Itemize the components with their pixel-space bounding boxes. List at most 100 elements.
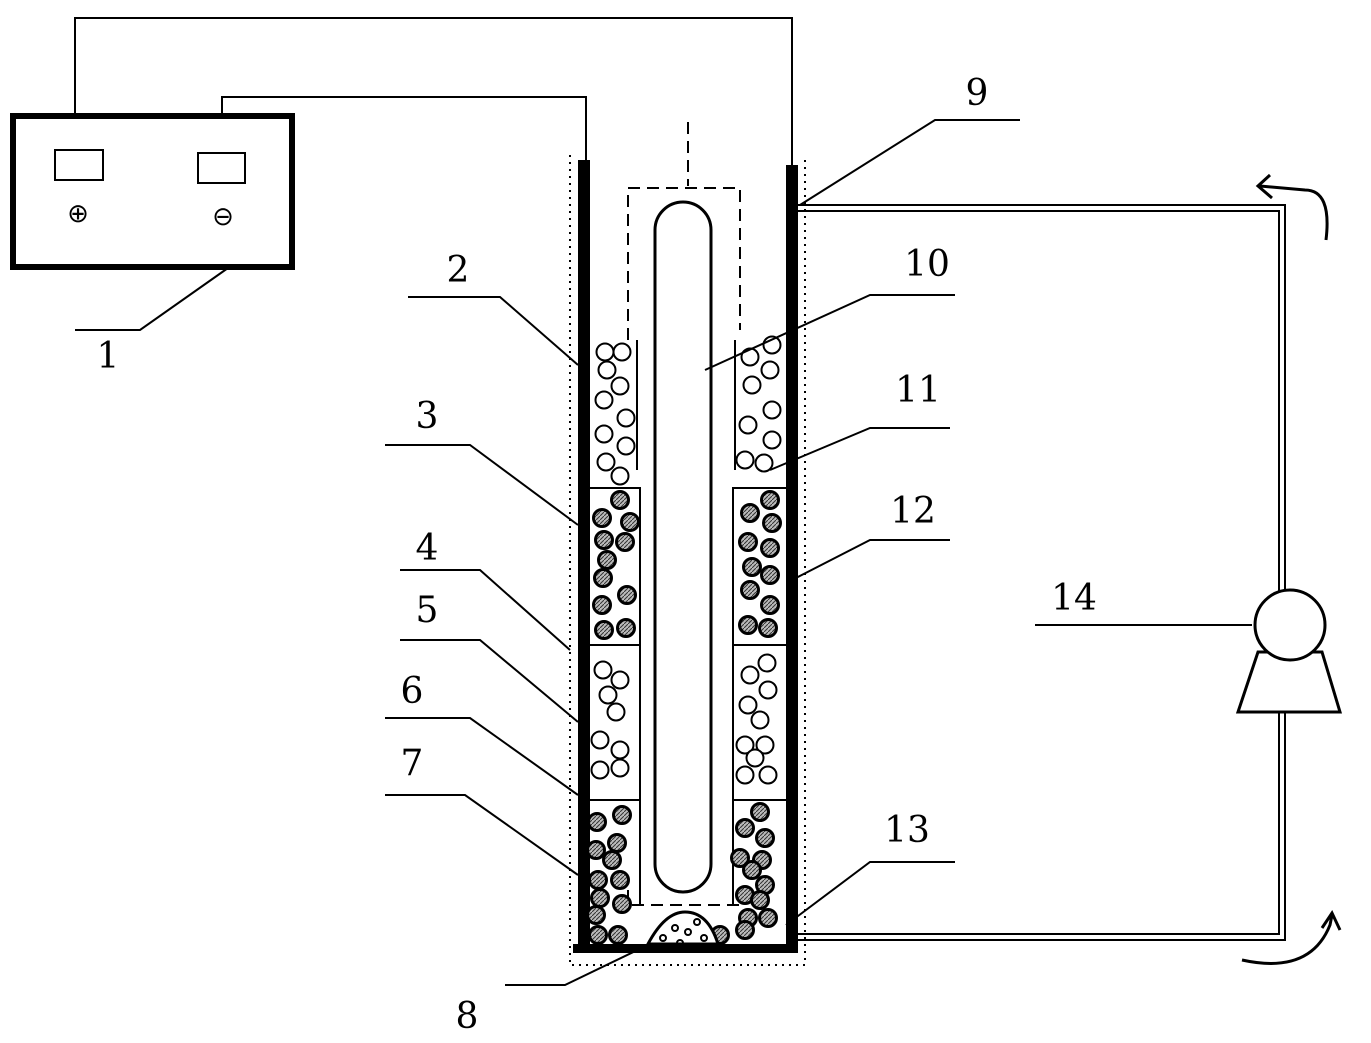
pump (1235, 588, 1343, 714)
positive-symbol: ⊕ (67, 199, 89, 229)
empty-particle (757, 653, 777, 673)
filled-particle (750, 890, 770, 910)
filled-particle (740, 580, 760, 600)
cathode-electrode (786, 165, 798, 953)
outer-vessel (569, 155, 806, 966)
filled-particle (588, 870, 608, 890)
empty-particle (610, 758, 630, 778)
power-supply: ⊕ ⊖ (10, 113, 295, 270)
filled-particle (590, 888, 610, 908)
filled-particle (592, 508, 612, 528)
compartments (590, 340, 786, 905)
filled-particle (760, 565, 780, 585)
empty-particle (742, 375, 762, 395)
filled-particle (758, 618, 778, 638)
electrodes (573, 160, 798, 953)
filled-particle (610, 490, 630, 510)
label-10: 10 (904, 244, 950, 285)
filled-particle (594, 530, 614, 550)
empty-particle (755, 735, 775, 755)
negative-wire (221, 96, 587, 160)
label-6: 6 (401, 671, 424, 712)
filled-particle (586, 840, 606, 860)
filled-particle (742, 557, 762, 577)
empty-particle (754, 453, 774, 473)
label-12: 12 (890, 491, 936, 532)
particles (586, 335, 782, 945)
empty-particle (758, 765, 778, 785)
positive-terminal-display (54, 149, 104, 181)
empty-particle (616, 436, 636, 456)
empty-particle (612, 342, 632, 362)
filled-particle (602, 850, 622, 870)
filled-particle (760, 538, 780, 558)
empty-particle (590, 730, 610, 750)
filled-particle (735, 920, 755, 940)
filled-particle (755, 828, 775, 848)
empty-particle (598, 685, 618, 705)
empty-particle (738, 415, 758, 435)
filled-particle (594, 620, 614, 640)
filled-particle (597, 550, 617, 570)
label-8: 8 (456, 996, 479, 1037)
empty-particle (610, 670, 630, 690)
filled-particle (760, 490, 780, 510)
empty-particle (595, 342, 615, 362)
label-2: 2 (447, 250, 470, 291)
empty-particle (762, 430, 782, 450)
inner-capsule (653, 200, 713, 894)
empty-particle (735, 765, 755, 785)
filled-particle (610, 870, 630, 890)
bottom-plate (573, 944, 798, 953)
empty-particle (596, 452, 616, 472)
filled-particle (592, 595, 612, 615)
filled-particle (587, 812, 607, 832)
filled-particle (588, 925, 608, 945)
negative-terminal-display (197, 152, 246, 184)
positive-wire (74, 17, 793, 165)
label-7: 7 (401, 743, 424, 784)
filled-particle (608, 925, 628, 945)
filled-particle (735, 818, 755, 838)
empty-particle (594, 390, 614, 410)
label-1: 1 (97, 336, 120, 377)
empty-particle (606, 702, 626, 722)
empty-particle (594, 424, 614, 444)
empty-particle (616, 408, 636, 428)
empty-particle (758, 680, 778, 700)
empty-particle (735, 450, 755, 470)
flow-arrow-out-icon (1255, 173, 1329, 241)
empty-particle (762, 400, 782, 420)
label-11: 11 (895, 370, 941, 411)
empty-particle (610, 376, 630, 396)
empty-particle (760, 360, 780, 380)
filled-particle (758, 908, 778, 928)
filled-particle (607, 833, 627, 853)
label-5: 5 (416, 590, 439, 631)
part-labels: 1 2 3 4 5 6 7 8 9 10 11 12 13 14 (97, 73, 1097, 1037)
label-9: 9 (966, 73, 989, 114)
filled-particle (612, 894, 632, 914)
filled-particle (616, 618, 636, 638)
filled-particle (738, 532, 758, 552)
label-14: 14 (1051, 578, 1097, 619)
negative-symbol: ⊖ (212, 202, 234, 232)
sediment-deposit (645, 910, 721, 947)
empty-particle (738, 695, 758, 715)
filled-particle (617, 585, 637, 605)
filled-particle (730, 848, 750, 868)
filled-particle (593, 568, 613, 588)
filled-particle (612, 805, 632, 825)
filled-particle (586, 905, 606, 925)
filled-particle (738, 615, 758, 635)
flow-arrows (1241, 173, 1342, 965)
circulation-pipe (790, 204, 1286, 941)
empty-particle (735, 735, 755, 755)
empty-particle (590, 760, 610, 780)
wires (74, 17, 793, 165)
filled-particle (740, 503, 760, 523)
label-13: 13 (884, 810, 930, 851)
flow-arrow-in-icon (1241, 909, 1342, 965)
empty-particle (610, 740, 630, 760)
